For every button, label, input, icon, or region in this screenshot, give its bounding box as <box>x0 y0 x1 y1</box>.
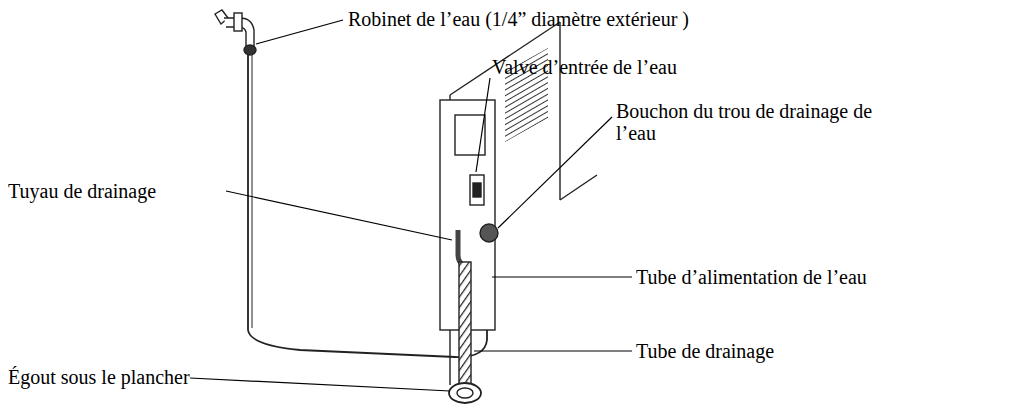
inlet-valve-label: Valve d’entrée de l’eau <box>492 56 677 78</box>
faucet-label: Robinet de l’eau (1/4” diamètre extérieu… <box>348 8 689 30</box>
drain-plug-label: Bouchon du trou de drainage de l’eau <box>616 100 888 144</box>
faucet <box>215 10 256 55</box>
floor-drain <box>449 383 481 403</box>
drain-hose-label: Tuyau de drainage <box>8 180 156 202</box>
drain-tube-label: Tube de drainage <box>636 340 774 362</box>
drain-hose <box>458 230 464 266</box>
drain-tube <box>459 262 471 387</box>
floor-drain-label: Égout sous le plancher <box>8 366 190 388</box>
inlet-valve <box>470 175 484 205</box>
drain-plug <box>480 224 498 242</box>
supply-tube-label: Tube d’alimentation de l’eau <box>636 266 867 288</box>
